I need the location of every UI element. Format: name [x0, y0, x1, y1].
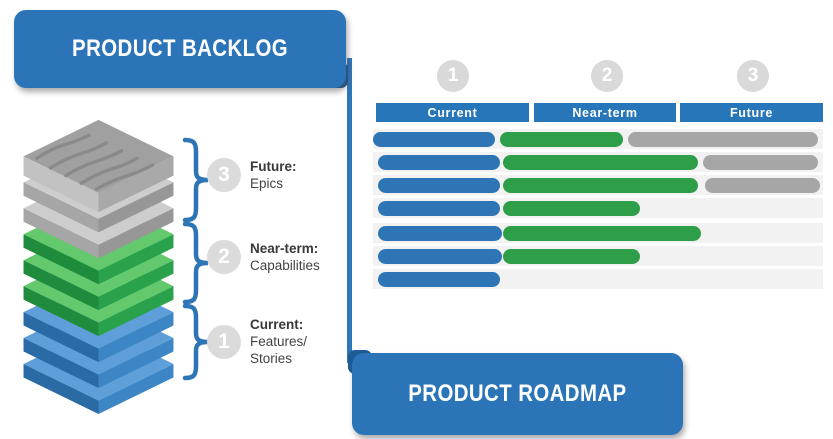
product-roadmap-title: PRODUCT ROADMAP — [408, 380, 627, 407]
phase-1-badge: 1 — [437, 60, 469, 92]
roadmap-bar-blue — [373, 131, 495, 147]
level-1-badge: 1 — [207, 324, 241, 359]
level-2-title: Near-term: — [250, 241, 319, 256]
backlog-level-current: 1 Current: Features/ Stories — [207, 316, 307, 367]
roadmap-bar-blue — [378, 225, 502, 241]
roadmap-bar-blue — [378, 200, 500, 216]
roadmap-row-7 — [373, 269, 823, 289]
level-1-number: 1 — [218, 329, 230, 353]
level-3-badge: 3 — [207, 158, 241, 192]
column-header-near-term: Near-term — [534, 103, 676, 122]
phase-3-number: 3 — [747, 65, 759, 86]
roadmap-row-5 — [373, 223, 823, 243]
level-2-label: Near-term: Capabilities — [250, 240, 320, 274]
product-backlog-title-box: PRODUCT BACKLOG — [14, 10, 346, 88]
roadmap-bar-green — [503, 200, 640, 216]
backlog-stack-illustration — [23, 119, 174, 414]
roadmap-row-6 — [373, 246, 823, 266]
phase-2-number: 2 — [601, 65, 613, 86]
roadmap-row-2 — [373, 152, 823, 172]
roadmap-row-4 — [373, 198, 823, 218]
level-3-title: Future: — [250, 159, 297, 174]
roadmap-bar-blue — [378, 154, 500, 170]
product-backlog-title: PRODUCT BACKLOG — [71, 35, 289, 62]
connector-line — [347, 58, 352, 363]
roadmap-row-3 — [373, 175, 823, 195]
level-3-desc: Epics — [250, 176, 284, 191]
level-3-number: 3 — [218, 163, 230, 186]
roadmap-bar-gray — [705, 177, 820, 193]
level-1-title: Current: — [250, 317, 304, 332]
column-header-current: Current — [376, 103, 529, 122]
column-header-future: Future — [680, 103, 823, 122]
phase-1-number: 1 — [447, 65, 459, 86]
brace-future — [182, 137, 209, 223]
level-1-desc: Features/ Stories — [250, 334, 308, 366]
roadmap-bar-blue — [378, 271, 500, 287]
backlog-level-near-term: 2 Near-term: Capabilities — [207, 240, 320, 274]
stack-slab-gray — [23, 119, 174, 213]
level-2-number: 2 — [218, 245, 230, 268]
level-3-label: Future: Epics — [250, 158, 297, 192]
phase-2-badge: 2 — [591, 60, 623, 92]
roadmap-bar-gray — [703, 154, 818, 170]
level-2-desc: Capabilities — [250, 258, 320, 273]
roadmap-bar-green — [503, 225, 701, 241]
roadmap-bar-blue — [378, 248, 502, 264]
backlog-level-future: 3 Future: Epics — [207, 158, 297, 192]
brace-current — [182, 303, 209, 381]
roadmap-bar-green — [500, 131, 623, 147]
product-roadmap-title-box: PRODUCT ROADMAP — [352, 353, 683, 435]
roadmap-bar-green — [503, 154, 698, 170]
roadmap-row-1 — [373, 129, 823, 149]
level-1-label: Current: Features/ Stories — [250, 316, 307, 367]
roadmap-bar-green — [503, 177, 698, 193]
phase-3-badge: 3 — [737, 60, 769, 92]
level-2-badge: 2 — [207, 240, 241, 274]
roadmap-bar-blue — [378, 177, 500, 193]
roadmap-bar-green — [503, 248, 640, 264]
roadmap-bar-gray — [628, 131, 818, 147]
sketch-lines — [35, 133, 155, 191]
roadmap-rows — [373, 129, 823, 291]
brace-near-term — [182, 221, 209, 305]
